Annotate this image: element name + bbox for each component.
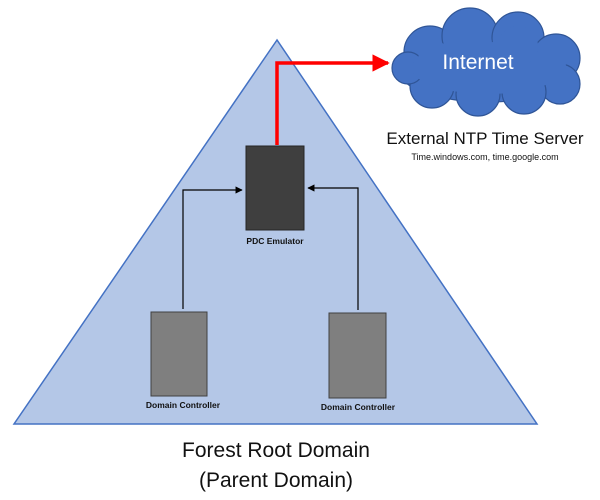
cloud-icon	[391, 7, 581, 117]
forest-root-caption: Forest Root Domain	[182, 439, 370, 462]
cloud-label: Internet	[442, 51, 513, 74]
ntp-server-list: Time.windows.com, time.google.com	[411, 152, 558, 162]
forest-root-triangle	[12, 38, 539, 425]
dc-right-sync-arrow	[307, 184, 359, 310]
domain-controller-right-icon	[328, 312, 387, 399]
pdc-emulator-icon	[245, 145, 305, 231]
parent-domain-caption: (Parent Domain)	[199, 469, 353, 492]
domain-controller-left-label: Domain Controller	[146, 400, 221, 410]
pdc-emulator-label: PDC Emulator	[246, 236, 304, 246]
domain-controller-left-icon	[150, 311, 208, 397]
domain-controller-right-label: Domain Controller	[321, 402, 396, 412]
ntp-server-title: External NTP Time Server	[386, 129, 583, 148]
internet-link-arrow	[275, 54, 390, 145]
dc-left-sync-arrow	[182, 186, 243, 309]
